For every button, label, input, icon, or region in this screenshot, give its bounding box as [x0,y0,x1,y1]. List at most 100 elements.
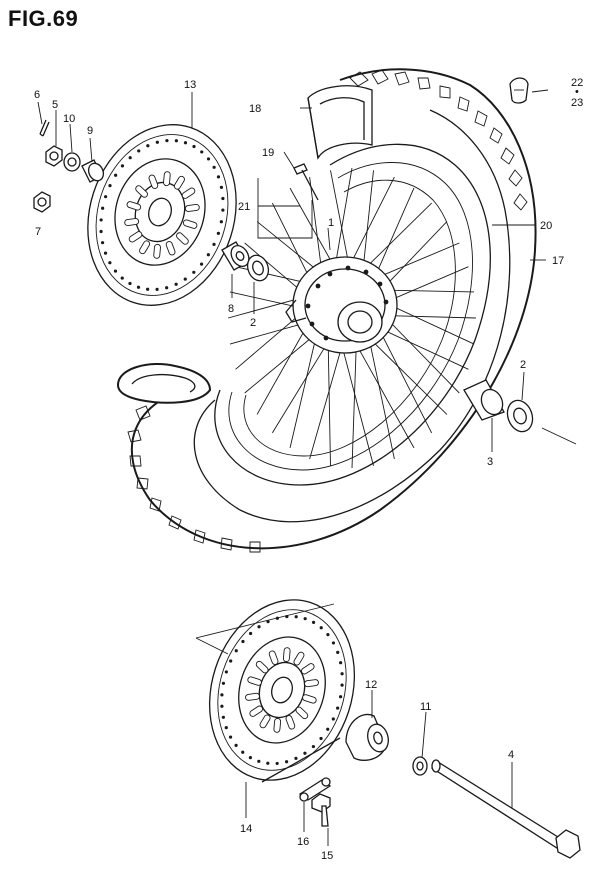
disc-hole [241,639,245,644]
disc-hole [248,756,253,760]
disc-slot [245,692,260,701]
disc-hole [220,704,224,708]
spacer-9 [81,159,105,183]
disc-hole [192,270,196,274]
disc-hole [165,286,169,290]
disc-slot [293,651,305,666]
disc-hole [229,659,233,663]
disc-hole [108,183,112,188]
valve-cap [509,77,529,104]
callout-4: 4 [508,749,514,761]
disc-hole [340,683,344,687]
disc-slot [184,203,200,212]
callout-23: 23 [571,97,583,109]
disc-slot [249,705,264,717]
disc-hole [113,269,118,273]
callout-6: 6 [34,89,40,101]
disc-hole [174,282,178,286]
disc-hole [221,681,226,685]
callout-numbers: 1 2 2 3 4 5 6 7 8 9 10 11 12 13 14 15 16… [34,77,583,862]
disc-hole [221,208,225,212]
disc-hole [311,744,315,749]
disc-hole [221,196,225,201]
disc-slot [295,706,309,720]
bolt [311,793,331,827]
callout-5: 5 [52,99,58,111]
disc-hole [103,251,108,255]
disc-slot [173,175,185,190]
cotter-pin [39,119,50,137]
leader-lines [37,89,577,846]
disc-slot [181,187,196,199]
callout-13: 13 [184,79,196,91]
disc-slot [139,240,151,255]
disc-hole [224,670,228,674]
callout-11: 11 [420,701,431,713]
bracket [298,777,332,802]
callout-12: 12 [365,679,377,691]
callout-1: 1 [328,217,334,229]
disc-hole [216,231,220,235]
disc-slot [285,715,296,730]
spoke [350,334,415,449]
disc-hole [285,760,289,764]
disc-slot [273,717,282,733]
disc-slot [255,660,269,674]
callout-19: 19 [262,147,274,159]
disc-slot [135,185,148,198]
disc-slot [124,218,140,227]
axle [430,759,581,859]
disc-slot [165,241,176,256]
valve [293,163,319,201]
disc-hole [120,164,125,168]
disc-hole [234,743,238,747]
callout-2-left: 2 [250,317,256,329]
disc-hole [99,229,103,234]
disc-hole [120,276,124,280]
callout-8: 8 [228,303,234,315]
speedometer-gearbox [345,713,389,761]
disc-slot [304,679,319,688]
disc-hole [319,626,323,630]
callout-18: 18 [249,103,261,115]
spoke [271,332,334,434]
disc-hole [249,631,253,636]
disc-hole [128,156,132,160]
disc-hole [100,241,105,245]
disc-hole [319,736,323,741]
spoke [327,330,331,466]
disc-hole [104,195,108,199]
spoke [366,327,395,460]
callout-7: 7 [35,226,41,238]
disc-hole [206,157,211,161]
disc-slot [126,201,142,211]
disc-hole [146,144,150,148]
callout-20-21: 21 [238,201,250,213]
disc-hole [192,144,196,149]
washer-11 [412,756,428,776]
disc-hole [128,281,132,286]
disc-hole [326,633,330,637]
disc-hole [99,218,103,222]
spoke [338,334,374,466]
disc-hole [216,175,221,179]
disc-hole [266,761,270,765]
disc-hole [294,756,298,760]
disc-hole [155,287,159,292]
spoke [289,324,320,449]
callout-20: 20 [540,220,552,232]
castle-nut [45,145,63,167]
disc-hole [338,695,343,699]
disc-hole [339,661,343,665]
figure-title: FIG.69 [8,6,79,31]
disc-hole [303,617,307,621]
spoke [351,333,358,469]
disc-hole [221,715,225,719]
disc-hole [220,693,224,697]
bearing-left [246,254,270,282]
disc-hole [137,149,141,153]
rim-band [307,85,373,160]
rim [214,143,491,486]
callout-3: 3 [487,456,493,468]
disc-hole [257,759,261,763]
